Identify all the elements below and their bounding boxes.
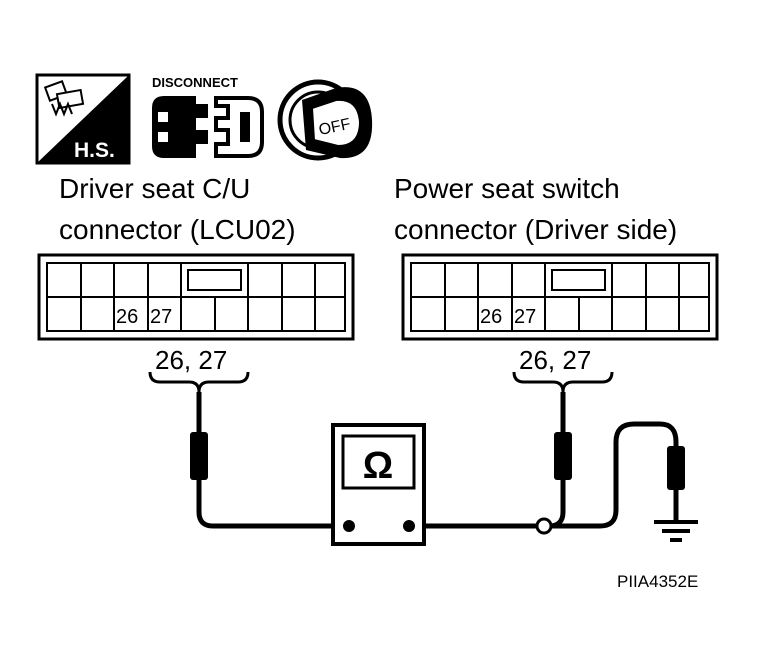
ignition-off-icon: OFF: [277, 79, 373, 161]
right-connector-title-line2: connector (Driver side): [394, 214, 677, 245]
left-connector-title-line2: connector (LCU02): [59, 214, 296, 245]
right-probe: [409, 392, 572, 529]
right-pin-27: 27: [514, 306, 536, 328]
disconnect-label: DISCONNECT: [152, 75, 238, 90]
meter-terminal-left: [343, 520, 355, 532]
left-pin-26: 26: [116, 306, 138, 328]
ohm-icon: Ω: [363, 445, 393, 487]
ground-icon: [654, 520, 698, 542]
hs-label: H.S.: [74, 139, 115, 162]
off-label: OFF: [317, 116, 352, 139]
left-connector-face: [37, 253, 355, 341]
left-probe: [190, 392, 349, 529]
left-terminals-label: 26, 27: [155, 345, 227, 375]
right-connector-title-line1: Power seat switch: [394, 173, 620, 204]
right-connector-face: [401, 253, 719, 341]
figure-id: PIIA4352E: [617, 572, 698, 591]
junction-point: [535, 517, 553, 535]
disconnect-icon: DISCONNECT: [152, 75, 264, 158]
left-brace: [148, 371, 250, 393]
harness-hs-icon: H.S.: [35, 73, 131, 165]
right-brace: [512, 371, 614, 393]
left-connector-title-line1: Driver seat C/U: [59, 173, 250, 204]
left-pin-27: 27: [150, 306, 172, 328]
ground-lead: [552, 421, 685, 529]
meter-terminal-right: [403, 520, 415, 532]
right-terminals-label: 26, 27: [519, 345, 591, 375]
ohmmeter: Ω: [331, 423, 426, 546]
right-pin-26: 26: [480, 306, 502, 328]
